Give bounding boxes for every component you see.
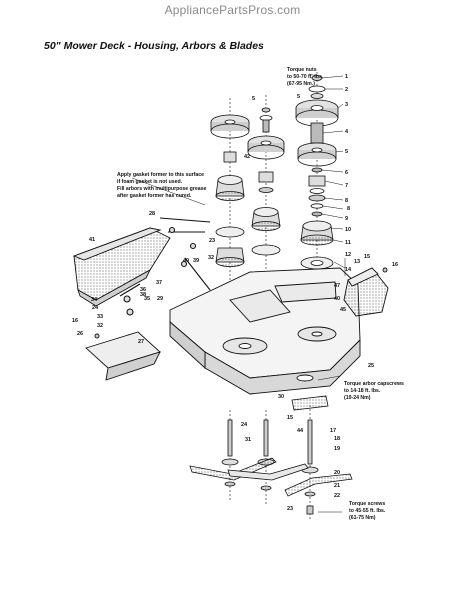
part-number: 21 (334, 483, 340, 489)
callout-gasket: Apply gasket former to this surface if f… (117, 172, 206, 199)
part-number: 19 (334, 446, 340, 452)
part-number: 3 (345, 102, 348, 108)
part-number: 11 (345, 240, 351, 246)
part-number: 17 (330, 428, 336, 434)
callout-torque-screws-line3: (61-75 Nm) (349, 515, 376, 521)
part-number: 39 (193, 258, 199, 264)
part-number: 6 (345, 170, 348, 176)
part-number: 22 (334, 493, 340, 499)
callout-torque-nuts-line3: (67-95 Nm.) (287, 81, 315, 87)
center-arbor-stack (247, 95, 285, 295)
chute-deflector (85, 331, 161, 381)
part-number: 34 (91, 297, 98, 303)
part-number: 9 (345, 216, 348, 222)
part-number: 41 (89, 237, 95, 243)
right-arbor-stack (295, 72, 339, 280)
callout-torque-nuts: Torque nuts to 50-70 ft. lbs. (67-95 Nm.… (287, 67, 324, 87)
part-number: 44 (297, 428, 304, 434)
part-number-labels: 1 2 3 4 5 5 5 6 7 8 8 9 10 11 12 13 14 1… (72, 74, 398, 512)
part-number: 2 (345, 87, 348, 93)
part-number: 40 (183, 258, 189, 264)
part-number: 28 (149, 211, 155, 217)
watermark: AppliancePartsPros.com (164, 3, 301, 17)
part-number: 23 (287, 506, 293, 512)
part-number: 37 (156, 280, 162, 286)
part-number: 47 (334, 283, 340, 289)
discharge-chute (72, 227, 171, 307)
part-number: 4 (345, 129, 349, 135)
part-number: 32 (208, 255, 214, 261)
part-number: 8 (347, 206, 350, 212)
part-number: 16 (392, 262, 398, 268)
part-number: 23 (209, 238, 215, 244)
blade-assemblies (189, 395, 353, 520)
part-number: 24 (241, 422, 248, 428)
callout-gasket-line4: after gasket former has cured. (117, 193, 192, 199)
callout-torque-screws: Torque screws to 45-55 ft. lbs. (61-75 N… (349, 501, 386, 521)
part-number: 24 (92, 305, 99, 311)
callout-torque-nuts-line1: Torque nuts (287, 67, 317, 73)
part-number: 10 (345, 227, 351, 233)
callout-gasket-line1: Apply gasket former to this surface (117, 172, 204, 178)
callout-torque-capscrews: Torque arbor capscrews to 14-18 ft. lbs.… (344, 381, 404, 401)
part-number: 15 (287, 415, 293, 421)
part-number: 5 (252, 96, 255, 102)
part-number: 25 (368, 363, 374, 369)
page-title: 50" Mower Deck - Housing, Arbors & Blade… (44, 40, 264, 52)
part-number: 40 (334, 296, 340, 302)
callout-torque-nuts-line2: to 50-70 ft. lbs. (287, 74, 324, 80)
leader-lines (131, 73, 346, 513)
callout-torque-screws-line1: Torque screws (349, 501, 385, 507)
callout-torque-screws-line2: to 45-55 ft. lbs. (349, 508, 386, 514)
linkage-rods (119, 217, 211, 316)
part-number: 32 (97, 323, 103, 329)
part-number: 8 (345, 198, 348, 204)
part-number: 18 (334, 436, 340, 442)
left-arbor-stack (210, 98, 250, 300)
part-number: 13 (354, 259, 360, 265)
part-number: 30 (278, 394, 284, 400)
part-number: 14 (345, 267, 352, 273)
part-number: 12 (345, 252, 351, 258)
part-number: 33 (97, 314, 103, 320)
part-number: 16 (72, 318, 78, 324)
part-number: 5 (297, 94, 300, 100)
callout-torque-capscrews-line2: to 14-18 ft. lbs. (344, 388, 381, 394)
part-number: 27 (138, 339, 144, 345)
part-number: 42 (244, 154, 250, 160)
callout-gasket-line2: if foam gasket is not used. (117, 179, 183, 185)
part-number: 20 (334, 470, 340, 476)
part-number: 35 (144, 296, 150, 302)
part-number: 45 (340, 307, 346, 313)
deck-housing (169, 267, 361, 395)
part-number: 38 (140, 292, 146, 298)
part-number: 1 (345, 74, 348, 80)
part-number: 7 (345, 183, 348, 189)
part-number: 29 (157, 296, 163, 302)
callout-torque-capscrews-line1: Torque arbor capscrews (344, 381, 404, 387)
callout-gasket-line3: Fill arbors with multipurpose grease (117, 186, 206, 192)
part-number: 15 (364, 254, 370, 260)
part-number: 26 (77, 331, 83, 337)
part-number: 36 (140, 287, 146, 293)
part-number: 5 (345, 149, 348, 155)
part-number: 31 (245, 437, 251, 443)
callout-torque-capscrews-line3: (19-24 Nm) (344, 395, 371, 401)
belt-cover (343, 267, 389, 317)
